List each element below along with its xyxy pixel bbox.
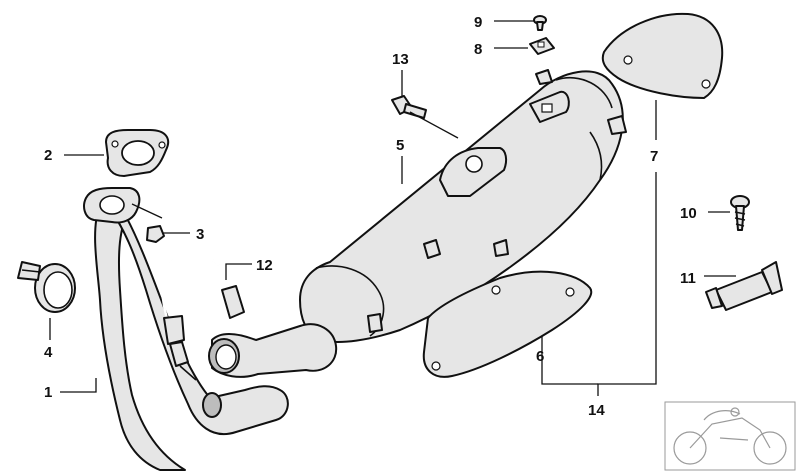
silencer-end-cap[interactable]	[601, 12, 724, 99]
callout-8: 8	[474, 41, 482, 58]
callout-13: 13	[392, 51, 409, 68]
callout-4: 4	[44, 344, 53, 361]
silencer-inlet-pipe	[208, 323, 338, 378]
callout-labels: 2 3 4 1 5 13 9 8 7 10 11 12 6 14	[44, 14, 697, 419]
self-tapping-screw[interactable]	[730, 195, 750, 231]
oval-head-screw[interactable]	[533, 15, 547, 31]
header-pipe-flange	[83, 187, 141, 224]
callout-12: 12	[256, 257, 273, 274]
callout-10: 10	[680, 205, 697, 222]
oxygen-sensor[interactable]	[160, 253, 245, 381]
leader-lines	[49, 20, 736, 396]
callout-3: 3	[196, 226, 204, 243]
callout-2: 2	[44, 147, 52, 164]
heat-shield-lower[interactable]	[422, 270, 593, 378]
callout-5: 5	[396, 137, 404, 154]
callout-9: 9	[474, 14, 482, 31]
self-locking-nut[interactable]	[146, 225, 165, 243]
motorcycle-locator-thumbnail	[664, 401, 796, 471]
callout-6: 6	[536, 348, 544, 365]
hex-bolt[interactable]	[391, 95, 427, 119]
callout-7: 7	[650, 148, 658, 165]
pipe-clamp[interactable]	[17, 261, 76, 313]
callout-11: 11	[680, 270, 696, 287]
callout-1: 1	[44, 384, 52, 401]
clip-nut[interactable]	[529, 37, 555, 55]
flange-gasket[interactable]	[105, 129, 170, 177]
rear-silencer[interactable]	[299, 69, 627, 343]
callout-14: 14	[588, 402, 605, 419]
assembly-paste-tube[interactable]	[705, 261, 783, 311]
exhaust-header-pipe[interactable]	[94, 204, 289, 471]
